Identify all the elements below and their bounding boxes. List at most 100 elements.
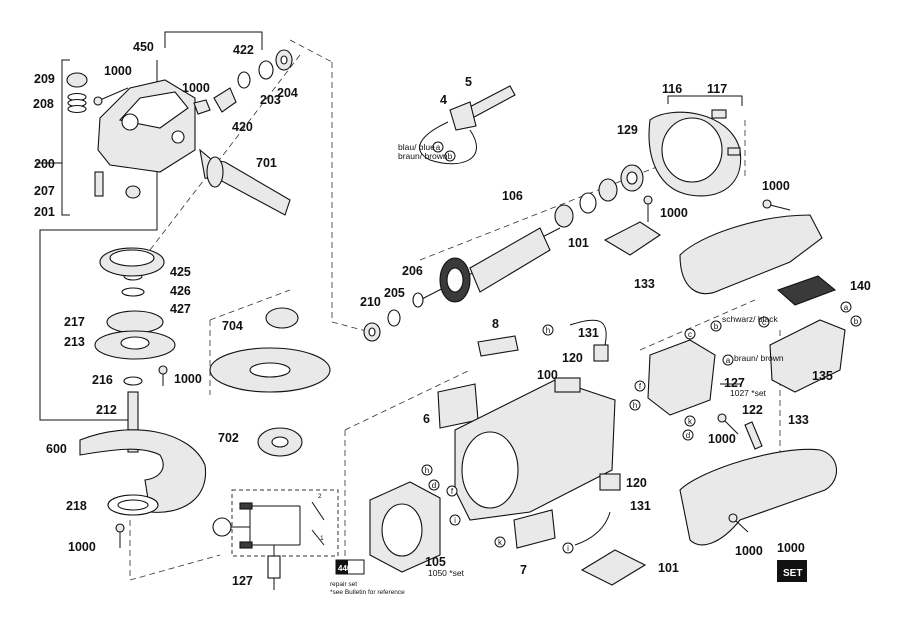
repair-set-note: repair set <box>330 581 357 588</box>
label-1000: 1000 <box>660 206 688 220</box>
label-101: 101 <box>568 236 589 250</box>
label-1000: 1000 <box>68 540 96 554</box>
label-105: 105 <box>425 555 446 569</box>
label-8: 8 <box>492 317 499 331</box>
svg-text:k: k <box>498 538 503 547</box>
label-1000: 1000 <box>777 541 805 555</box>
label-218: 218 <box>66 499 87 513</box>
wire-label-blue: blau/ blue <box>398 142 435 152</box>
set-note-1027: 1027 *set <box>730 388 767 398</box>
part-101-cover <box>603 221 662 256</box>
label-1000: 1000 <box>182 81 210 95</box>
label-210: 210 <box>360 295 381 309</box>
wire-label-brown: braun/ brown <box>398 151 448 161</box>
label-100: 100 <box>537 368 558 382</box>
part-140-pad <box>776 275 837 306</box>
svg-text:i: i <box>454 516 456 525</box>
label-212: 212 <box>96 403 117 417</box>
part-200-gear-housing <box>97 79 196 173</box>
part-203-ring <box>258 60 274 80</box>
part-105-field <box>369 481 441 573</box>
svg-text:d: d <box>432 481 436 490</box>
part-101-cover-b <box>580 549 647 586</box>
svg-text:d: d <box>686 431 690 440</box>
part-209-cap <box>66 72 88 88</box>
label-213: 213 <box>64 335 85 349</box>
label-420: 420 <box>232 120 253 134</box>
label-131: 131 <box>630 499 651 513</box>
part-127-electronics <box>647 339 716 416</box>
svg-text:f: f <box>451 487 454 496</box>
part-8-plate <box>477 335 519 357</box>
letter-text: a b c b c a b a f h d k h h d f i k i <box>425 143 859 553</box>
label-200: 200 <box>34 157 55 171</box>
label-1000: 1000 <box>708 432 736 446</box>
part-216 <box>123 376 143 386</box>
wire-label-brown-2: braun/ brown <box>734 353 784 363</box>
part-704-flange <box>265 307 299 329</box>
label-129: 129 <box>617 123 638 137</box>
label-201: 201 <box>34 205 55 219</box>
svg-text:h: h <box>425 466 429 475</box>
wiring-schematic <box>212 489 339 590</box>
part-120-connector <box>593 344 609 362</box>
part-1000-nut <box>193 99 211 115</box>
label-205: 205 <box>384 286 405 300</box>
part-122-clip <box>744 421 763 450</box>
label-600: 600 <box>46 442 67 456</box>
label-701: 701 <box>256 156 277 170</box>
part-206-ring <box>412 292 424 308</box>
label-217: 217 <box>64 315 85 329</box>
label-1000: 1000 <box>104 64 132 78</box>
label-450: 450 <box>133 40 154 54</box>
part-207-pin <box>94 171 104 197</box>
bulletin-note: *see Bulletin for reference <box>330 589 405 596</box>
part-205-ring <box>387 309 401 327</box>
bracket-lines <box>36 31 743 421</box>
label-216: 216 <box>92 373 113 387</box>
label-426: 426 <box>170 284 191 298</box>
repair-badge-icon <box>335 559 365 575</box>
label-120: 120 <box>626 476 647 490</box>
label-127: 127 <box>232 574 253 588</box>
svg-text:i: i <box>567 544 569 553</box>
label-116: 116 <box>662 82 682 96</box>
part-600-guard <box>79 429 207 513</box>
svg-text:a: a <box>844 303 849 312</box>
label-203: 203 <box>260 93 281 107</box>
label-1000: 1000 <box>762 179 790 193</box>
part-120-connector-b <box>599 473 621 491</box>
part-135-switch <box>769 319 846 393</box>
label-131: 131 <box>578 326 599 340</box>
part-1000-screw-g <box>115 523 125 548</box>
schematic-label-1: 1 <box>320 535 324 542</box>
letter-callouts <box>421 141 862 554</box>
label-427: 427 <box>170 302 191 316</box>
part-1000-screw-f <box>717 413 739 435</box>
label-204: 204 <box>277 86 298 100</box>
label-207: 207 <box>34 184 55 198</box>
label-120: 120 <box>562 351 583 365</box>
set-badge-text: SET <box>783 568 802 579</box>
part-117-rubber <box>711 109 727 119</box>
set-badge-icon <box>777 560 807 582</box>
svg-text:b: b <box>854 317 859 326</box>
label-206: 206 <box>402 264 423 278</box>
part-1000-screw-d <box>762 199 791 211</box>
set-note-1050: 1050 *set <box>428 568 465 578</box>
svg-text:b: b <box>714 322 719 331</box>
svg-text:c: c <box>688 330 692 339</box>
svg-text:a: a <box>436 143 441 152</box>
label-6: 6 <box>423 412 430 426</box>
label-425: 425 <box>170 265 191 279</box>
svg-text:f: f <box>639 382 642 391</box>
parts <box>66 49 846 586</box>
wire-annotations: blau/ blue braun/ brown schwarz/ black b… <box>318 142 802 596</box>
label-422: 422 <box>233 43 254 57</box>
part-133-grip <box>679 448 838 546</box>
label-4: 4 <box>440 93 447 107</box>
label-133: 133 <box>788 413 809 427</box>
label-122: 122 <box>742 403 763 417</box>
part-420-pinion <box>213 87 237 113</box>
